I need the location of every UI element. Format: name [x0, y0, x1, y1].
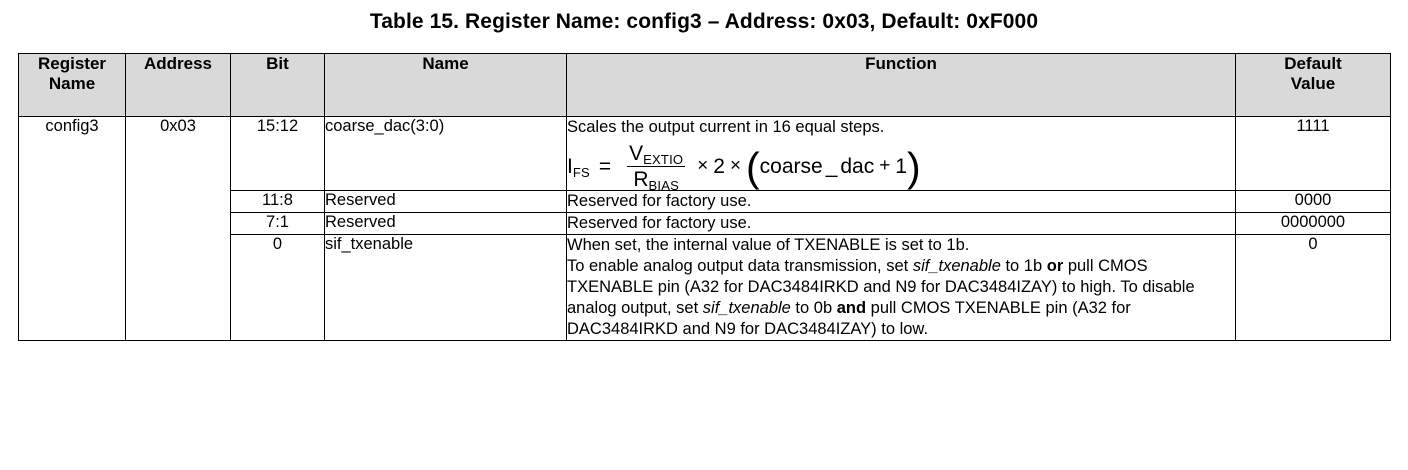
function-text-d: to 0b: [790, 298, 837, 317]
table-body: config3 0x03 15:12 coarse_dac(3:0) Scale…: [18, 116, 1391, 341]
equation-group-value: 1: [895, 154, 907, 178]
column-header-name: Name: [324, 53, 567, 117]
equation-group: ( coarse _ dac + 1 ): [746, 144, 921, 191]
equation-ifs: IFS = VEXTIO RBIAS × 2 × ( coarse _: [567, 143, 1235, 194]
cell-bit: 11:8: [230, 189, 325, 213]
equation-times-2: ×: [729, 155, 742, 176]
column-header-address: Address: [125, 53, 231, 117]
column-header-register-name-line2: Name: [48, 74, 96, 94]
function-text-e: pull CMOS TXENABLE pin (A32 for DAC3484I…: [567, 298, 1131, 338]
equation-factor: 2: [713, 154, 725, 178]
equation-times-1: ×: [697, 155, 709, 176]
cell-function: When set, the internal value of TXENABLE…: [566, 233, 1236, 341]
cell-default-value: 0: [1235, 233, 1391, 341]
cell-function: Reserved for factory use.: [566, 189, 1236, 213]
cell-default-value: 1111: [1235, 116, 1391, 191]
function-signal-name-2: sif_txenable: [702, 298, 791, 317]
cell-bit: 0: [230, 233, 325, 341]
column-header-bit: Bit: [230, 53, 325, 117]
column-header-function: Function: [566, 53, 1236, 117]
function-keyword-and: and: [836, 298, 867, 317]
table-header: Register Name Address Bit Name Function …: [18, 53, 1391, 117]
cell-function: Scales the output current in 16 equal st…: [566, 116, 1236, 194]
column-header-default-value-line1: Default: [1284, 54, 1342, 73]
equation-fraction: VEXTIO RBIAS: [623, 143, 689, 194]
function-description: Scales the output current in 16 equal st…: [567, 118, 885, 136]
function-signal-name: sif_txenable: [912, 256, 1001, 275]
cell-default-value: 0000: [1235, 189, 1391, 213]
equation-open-paren: (: [746, 144, 760, 191]
function-text-c: pull CMOS TXENABLE pin (A32 for DAC3484I…: [567, 256, 1195, 317]
function-line-2: To enable analog output data transmissio…: [567, 257, 1195, 338]
equation-group-underscore: _: [825, 154, 838, 178]
cell-function: Reserved for factory use.: [566, 211, 1236, 235]
column-header-register-name: Register Name: [18, 53, 126, 117]
cell-register-name: config3: [18, 116, 126, 341]
equation-lhs-var: I: [567, 154, 573, 178]
cell-bit: 15:12: [230, 116, 325, 191]
cell-bit: 7:1: [230, 211, 325, 235]
column-header-default-value-line2: Value: [1290, 74, 1336, 94]
function-text-b: to 1b: [1000, 256, 1047, 275]
table-row: config3 0x03 15:12 coarse_dac(3:0) Scale…: [18, 116, 1391, 341]
table-row: 7:1 Reserved Reserved for factory use. 0…: [19, 211, 1391, 235]
column-header-default-value: Default Value: [1235, 53, 1391, 117]
table-header-row: Register Name Address Bit Name Function …: [18, 53, 1391, 117]
cell-name: Reserved: [324, 189, 567, 213]
cell-name: sif_txenable: [324, 233, 567, 341]
equation-group-right: dac: [840, 154, 875, 178]
cell-default-value: 0000000: [1235, 211, 1391, 235]
function-text-a: To enable analog output data transmissio…: [567, 256, 913, 275]
equation-numerator-var: V: [629, 141, 644, 165]
equation-plus: +: [879, 154, 891, 176]
equation-denominator-var: R: [633, 167, 649, 191]
cell-address: 0x03: [125, 116, 231, 341]
page-title: Table 15. Register Name: config3 – Addre…: [369, 10, 1039, 33]
cell-name: coarse_dac(3:0): [324, 116, 567, 191]
equation-numerator-sub: EXTIO: [643, 152, 684, 168]
equation-numerator: VEXTIO: [623, 143, 689, 166]
function-keyword-or: or: [1046, 256, 1064, 275]
equation-equals: =: [598, 154, 612, 178]
equation-denominator-sub: BIAS: [648, 178, 680, 194]
cell-name: Reserved: [324, 211, 567, 235]
equation-close-paren: ): [906, 144, 921, 191]
equation-group-left: coarse: [759, 154, 823, 178]
equation-lhs-sub: FS: [572, 165, 590, 181]
table-row: 0 sif_txenable When set, the internal va…: [19, 233, 1391, 341]
register-table: Register Name Address Bit Name Function …: [18, 53, 1391, 341]
equation-lhs: IFS: [567, 154, 590, 181]
equation-denominator: RBIAS: [627, 165, 686, 194]
function-line-1: When set, the internal value of TXENABLE…: [567, 235, 970, 254]
column-header-register-name-line1: Register: [37, 54, 107, 73]
